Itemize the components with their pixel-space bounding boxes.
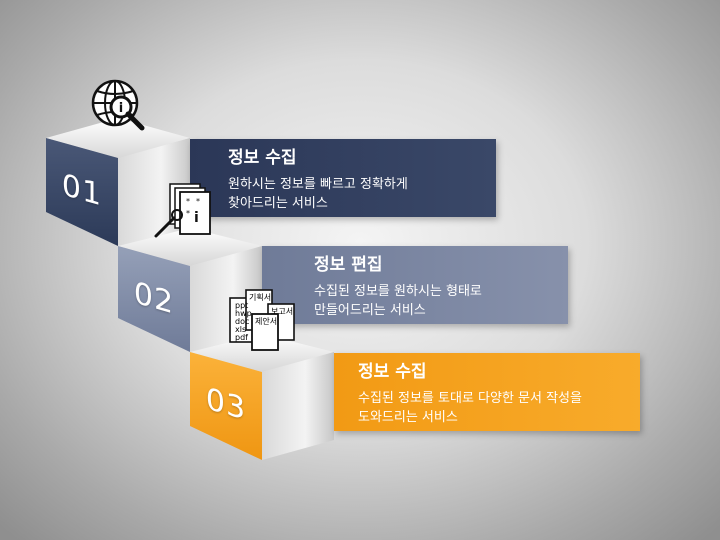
svg-text:i: i — [119, 101, 123, 116]
step-1-banner: 정보 수집 원하시는 정보를 빠르고 정확하게 찾아드리는 서비스 — [190, 139, 496, 217]
step-1-title: 정보 수집 — [228, 148, 297, 168]
step-3-title: 정보 수집 — [358, 362, 427, 382]
step-2-title: 정보 편집 — [314, 255, 383, 275]
step-2-top-face — [118, 228, 262, 266]
doc-label-proposal: 제안서 — [255, 316, 277, 326]
doc-label-report: 보고서 — [271, 307, 293, 316]
step-1-description: 원하시는 정보를 빠르고 정확하게 찾아드리는 서비스 — [228, 177, 408, 211]
doc-label-pdf: pdf — [235, 333, 248, 342]
step-3-description: 수집된 정보를 토대로 다양한 문서 작성을 도와드리는 서비스 — [358, 391, 582, 425]
doc-label-ppt: ppt — [235, 301, 248, 310]
document-stack-icon: ppt hwp doc xls pdf 기획서 보고서 제안서 — [229, 289, 295, 351]
svg-text:*: * — [186, 197, 190, 206]
step-3-side-face — [262, 352, 334, 460]
step-2-front-face — [118, 246, 190, 352]
step-2-description: 수집된 정보를 원하시는 형태로 만들어드리는 서비스 — [314, 284, 482, 318]
doc-label-hwp: hwp — [235, 309, 252, 318]
documents-magnifier-icon: * * * i — [154, 183, 211, 238]
svg-text:*: * — [186, 209, 190, 218]
step-3-top-face — [190, 334, 334, 372]
step-2-banner: 정보 편집 수집된 정보를 원하시는 형태로 만들어드리는 서비스 — [262, 246, 568, 324]
step-3-front-face — [190, 352, 262, 460]
svg-text:*: * — [196, 197, 200, 206]
step-3-banner: 정보 수집 수집된 정보를 토대로 다양한 문서 작성을 도와드리는 서비스 — [334, 353, 640, 431]
doc-label-plan: 기획서 — [249, 292, 271, 302]
step-1-front-face — [46, 138, 118, 246]
svg-text:i: i — [194, 210, 199, 226]
globe-magnifier-icon: i — [91, 79, 145, 131]
doc-label-xls: xls — [235, 325, 246, 334]
doc-label-doc: doc — [235, 317, 249, 326]
